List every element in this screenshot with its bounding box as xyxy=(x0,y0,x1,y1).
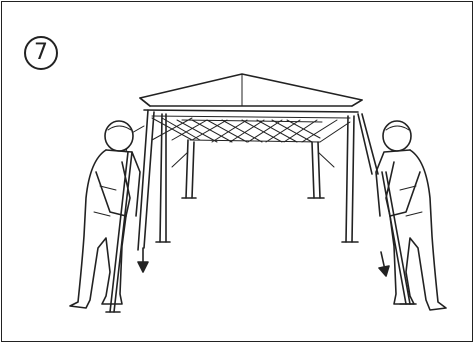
front-right-leg xyxy=(342,114,378,242)
back-legs xyxy=(172,140,334,198)
down-arrow-right-icon xyxy=(379,252,389,276)
down-arrow-left-icon xyxy=(138,248,148,272)
canopy-roof xyxy=(140,74,362,106)
left-person xyxy=(70,121,140,312)
right-person xyxy=(376,121,446,310)
